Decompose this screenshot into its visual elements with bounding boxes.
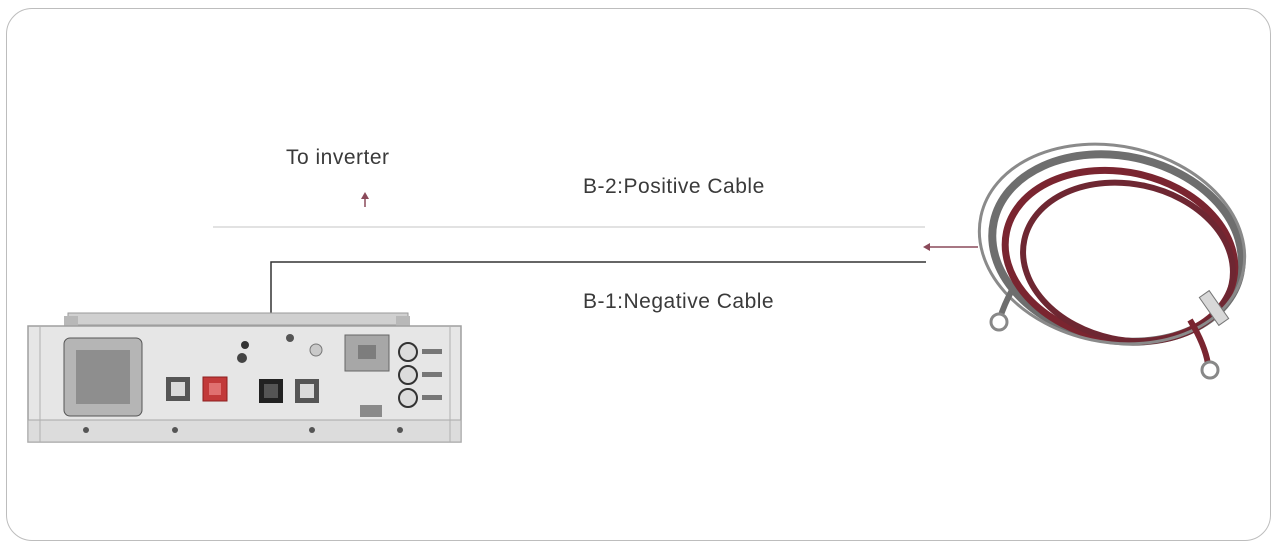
battery-module xyxy=(27,312,462,443)
negative-cable-label: B-1:Negative Cable xyxy=(583,290,775,313)
left-arrow-icon xyxy=(923,243,978,251)
positive-cable-label: B-2:Positive Cable xyxy=(583,175,765,198)
to-inverter-arrow-icon xyxy=(361,192,369,207)
diagram-frame xyxy=(6,8,1271,541)
cable-coil-image xyxy=(977,142,1247,380)
to-inverter-label: To inverter xyxy=(286,146,390,169)
